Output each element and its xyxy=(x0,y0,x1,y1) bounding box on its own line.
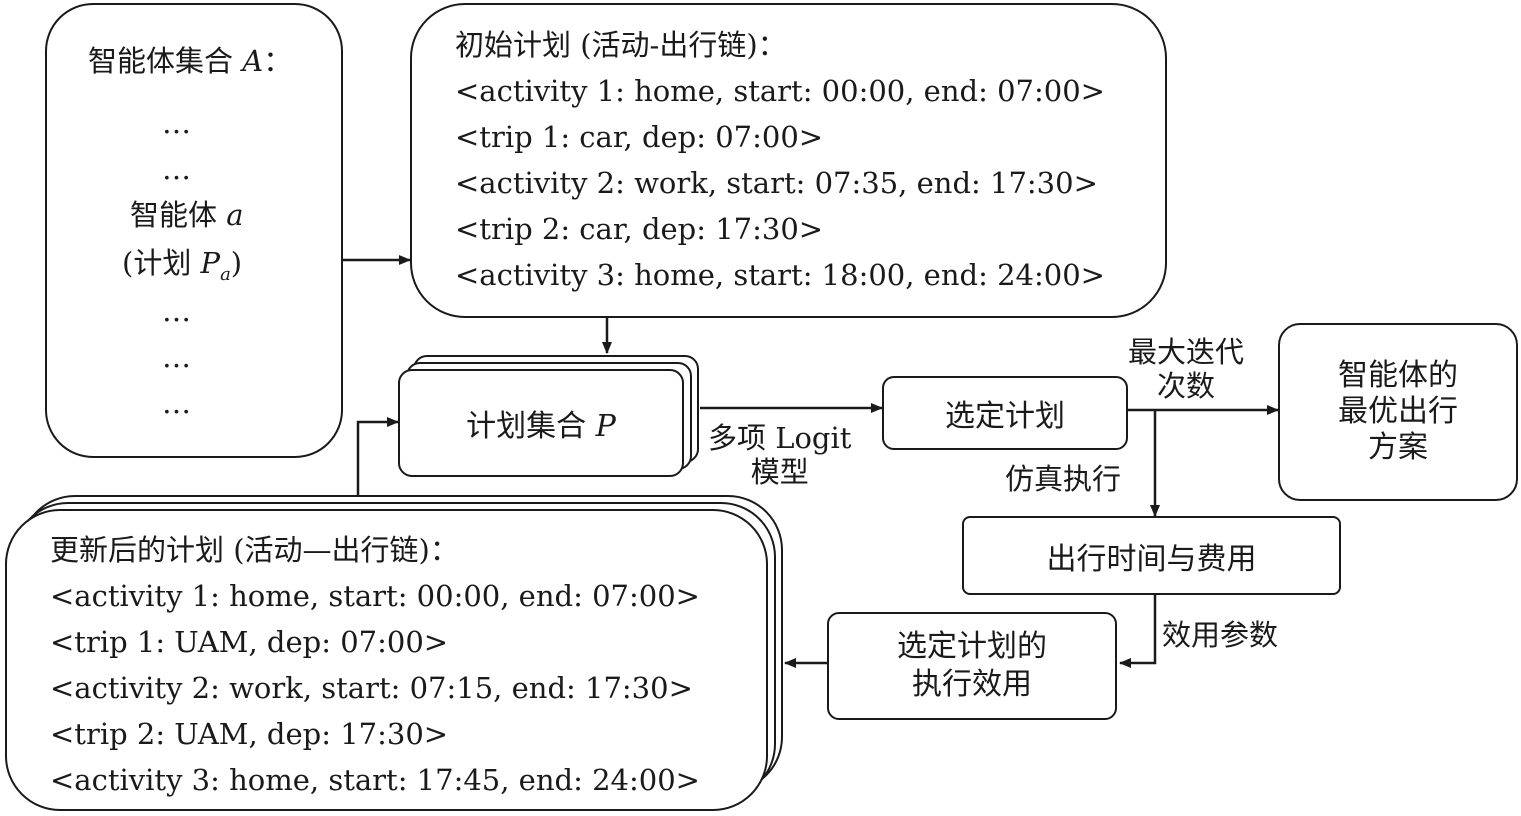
updated-plan-line: <trip 1: UAM, dep: 07:00> xyxy=(50,625,449,659)
initial-plan-line: <activity 2: work, start: 07:35, end: 17… xyxy=(455,166,1098,200)
updated-plan-line: <activity 1: home, start: 00:00, end: 07… xyxy=(50,579,700,613)
logit-model-label: 多项 Logit 模型 xyxy=(708,421,852,489)
updated-plan-line: <trip 2: UAM, dep: 17:30> xyxy=(50,717,449,751)
ellipsis: … xyxy=(162,386,191,420)
plan-set-box: 计划集合 P xyxy=(398,369,684,477)
max-iterations-label: 最大迭代 次数 xyxy=(1128,335,1245,403)
select-plan-box: 选定计划 xyxy=(882,376,1128,450)
agent-plan-label: (计划 Pa) xyxy=(122,246,243,285)
agent-set-box xyxy=(45,3,343,458)
travel-cost-box: 出行时间与费用 xyxy=(962,516,1341,595)
updated-plan-title: 更新后的计划 (活动—出行链)： xyxy=(50,533,459,567)
ellipsis: … xyxy=(162,106,191,140)
updated-plan-line: <activity 2: work, start: 07:15, end: 17… xyxy=(50,671,693,705)
optimal-plan-box: 智能体的 最优出行 方案 xyxy=(1278,323,1518,501)
updated-plan-box xyxy=(5,509,768,811)
ellipsis: … xyxy=(162,294,191,328)
utility-params-label: 效用参数 xyxy=(1162,618,1279,652)
initial-plan-line: <trip 2: car, dep: 17:30> xyxy=(455,212,824,246)
agent-label: 智能体 a xyxy=(130,198,244,232)
updated-plan-line: <activity 3: home, start: 17:45, end: 24… xyxy=(50,763,700,797)
ellipsis: … xyxy=(162,152,191,186)
initial-plan-line: <trip 1: car, dep: 07:00> xyxy=(455,120,824,154)
arrow-travel-cost-to-exec-utility xyxy=(1119,595,1157,668)
exec-utility-box: 选定计划的 执行效用 xyxy=(827,612,1117,720)
agent-set-title: 智能体集合 A： xyxy=(88,44,293,78)
initial-plan-box xyxy=(410,3,1167,318)
initial-plan-line: <activity 3: home, start: 18:00, end: 24… xyxy=(455,258,1105,292)
initial-plan-line: <activity 1: home, start: 00:00, end: 07… xyxy=(455,74,1105,108)
initial-plan-title: 初始计划 (活动-出行链)： xyxy=(455,28,787,62)
ellipsis: … xyxy=(162,340,191,374)
simulate-label: 仿真执行 xyxy=(1005,462,1122,496)
arrow-updated-to-plan-set xyxy=(356,417,399,495)
